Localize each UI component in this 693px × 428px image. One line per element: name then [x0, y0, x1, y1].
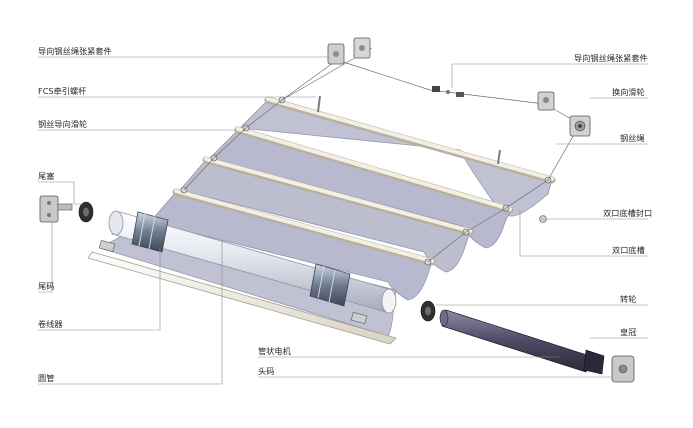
round-tube-assembly: [108, 210, 397, 314]
label-tubular-motor: 管状电机: [258, 346, 292, 356]
support-rails: [172, 96, 556, 266]
fabric-panel: [149, 191, 433, 301]
label-double-groove-end-cap: 双口底槽封口: [603, 208, 652, 218]
head-bracket: [611, 355, 635, 383]
double-groove-end-cap: [539, 215, 547, 223]
reversing-pulley-assembly: [569, 115, 591, 137]
tensioner-bracket-right: [537, 91, 555, 111]
fabric-panels: [98, 99, 553, 337]
fabric-panel: [179, 159, 471, 273]
label-crown: 皇冠: [620, 327, 636, 337]
tail-bracket: [39, 195, 73, 223]
label-adapter-wheel: 转轮: [620, 294, 636, 304]
wire-turnbuckle: [432, 86, 464, 97]
adapter-wheel: [420, 300, 436, 322]
label-guide-wire-tensioner-left: 导向钢丝绳张紧套件: [38, 46, 112, 56]
rail: [174, 189, 434, 263]
fcs-lead-screw: [497, 149, 501, 165]
crown: [583, 349, 605, 375]
tensioner-bracket-left: [327, 37, 371, 65]
label-steel-wire-rope: 钢丝绳: [620, 133, 645, 143]
label-cable-reel: 卷线器: [38, 319, 63, 329]
label-round-tube: 圆管: [38, 373, 54, 383]
callout-labels: 导向钢丝绳张紧套件 FCS牵引螺杆 钢丝导向滑轮 尾塞 尾码 卷线器 圆管 管状…: [38, 46, 652, 383]
cable-reel: [309, 263, 351, 307]
fcs-lead-screw: [317, 95, 321, 113]
label-head-bracket: 头码: [258, 366, 274, 376]
end-plug: [78, 201, 94, 223]
double-groove-rail: [87, 239, 397, 345]
label-double-groove: 双口底槽: [612, 245, 645, 255]
rail: [266, 97, 554, 181]
label-wire-guide-pulley: 钢丝导向滑轮: [38, 119, 87, 129]
rail: [236, 127, 512, 211]
label-end-plug: 尾塞: [38, 171, 54, 181]
label-reversing-pulley: 换向滑轮: [612, 87, 645, 97]
label-guide-wire-tensioner-right: 导向钢丝绳张紧套件: [574, 53, 648, 63]
rail: [204, 157, 472, 233]
label-fcs-lead-screw: FCS牵引螺杆: [38, 86, 86, 96]
leader-lines: [38, 56, 648, 385]
cable-reel: [131, 211, 169, 253]
label-tail-bracket: 尾码: [38, 281, 54, 291]
tubular-motor: [439, 309, 605, 375]
